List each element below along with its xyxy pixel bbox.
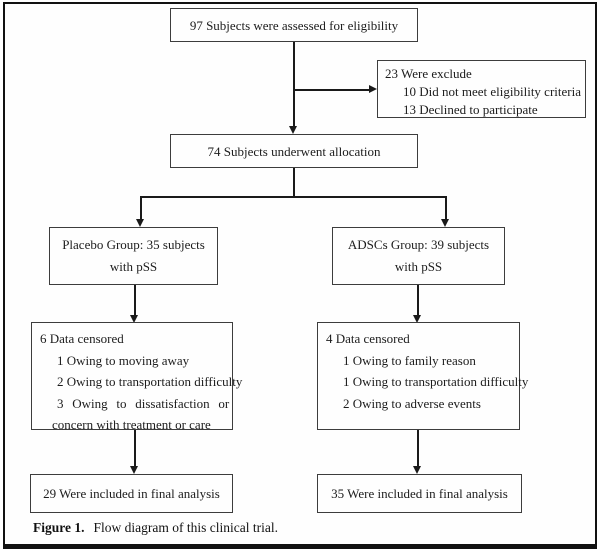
connector-fork-horizontal [140,196,446,198]
connector-eligibility-allocation [293,42,295,127]
arrowhead-placebo-group [136,219,144,227]
adscs-censored-title: 4 Data censored [326,331,410,346]
adscs-censored-reason: 1 Owing to family reason [343,352,476,368]
placebo-final-text: 29 Were included in final analysis [43,486,220,501]
connector-fork-right [445,196,447,220]
figure-caption: Figure 1. Flow diagram of this clinical t… [33,520,278,536]
placebo-censored-reason: 1 Owing to moving away [57,352,190,368]
adscs-censored-reason: 2 Owing to adverse events [343,395,481,411]
exclusion-title: 23 Were exclude [385,66,472,81]
adscs-censored-reason: 1 Owing to transportation difficulty [343,374,529,389]
arrowhead-placebo-censored [130,315,138,323]
exclusion-reason: 10 Did not meet eligibility criteria [403,84,581,99]
connector-allocation-stem [293,168,295,197]
arrowhead-adscs-group [441,219,449,227]
adscs-group-box: ADSCs Group: 39 subjects with pSS [332,227,505,285]
allocation-box: 74 Subjects underwent allocation [170,134,418,168]
placebo-group-box: Placebo Group: 35 subjects with pSS [49,227,218,285]
connector-adscs-final [417,430,419,467]
adscs-censored-box: 4 Data censored 1 Owing to family reason… [317,322,529,430]
placebo-group-line2: with pSS [109,259,158,274]
exclusion-box: 23 Were exclude 10 Did not meet eligibil… [377,60,586,118]
figure-caption-label: Figure 1. [33,520,85,535]
connector-fork-left [140,196,142,220]
connector-placebo-final [134,430,136,467]
placebo-censored-reason: 2 Owing to transportation difficulty [57,374,243,389]
placebo-final-box: 29 Were included in final analysis [30,474,233,513]
eligibility-box: 97 Subjects were assessed for eligibilit… [170,8,418,42]
allocation-text: 74 Subjects underwent allocation [207,143,381,159]
arrowhead-allocation [289,126,297,134]
exclusion-reason: 13 Declined to participate [403,102,538,117]
connector-adscs-censored [417,285,419,316]
arrowhead-adscs-final [413,466,421,474]
placebo-group-line1: Placebo Group: 35 subjects [62,237,205,252]
adscs-group-line2: with pSS [394,259,443,274]
adscs-final-box: 35 Were included in final analysis [317,474,522,513]
adscs-final-text: 35 Were included in final analysis [331,486,508,501]
arrowhead-adscs-censored [413,315,421,323]
placebo-censored-title: 6 Data censored [40,331,124,346]
arrowhead-exclusion [369,85,377,93]
connector-placebo-censored [134,285,136,316]
placebo-censored-reason: 3 Owing to dissatisfaction or [57,395,230,411]
eligibility-text: 97 Subjects were assessed for eligibilit… [189,17,399,33]
figure-caption-text: Flow diagram of this clinical trial. [93,520,278,535]
arrowhead-placebo-final [130,466,138,474]
connector-exclusion-branch [294,89,370,91]
adscs-group-line1: ADSCs Group: 39 subjects [347,237,490,252]
placebo-censored-box: 6 Data censored 1 Owing to moving away 2… [31,322,243,432]
placebo-censored-reason-wrap: concern with treatment or care [52,417,211,432]
